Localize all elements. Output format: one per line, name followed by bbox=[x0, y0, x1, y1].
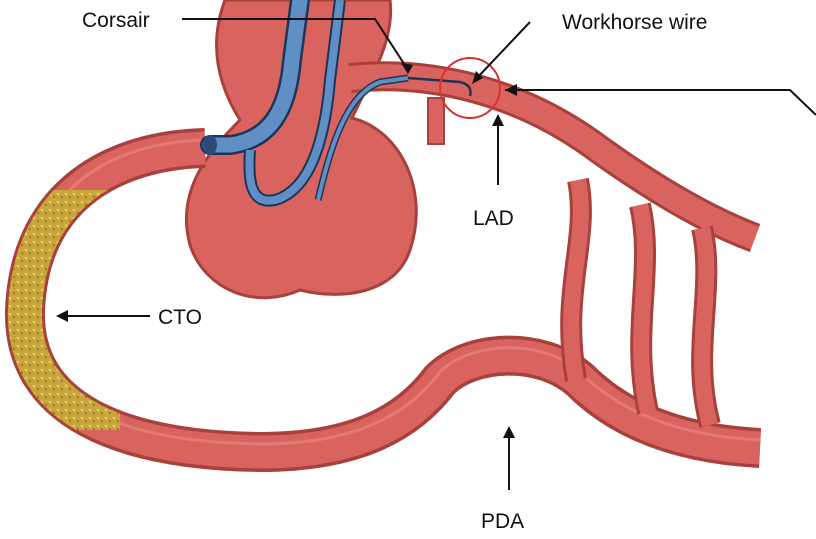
lad-arrowhead bbox=[492, 114, 504, 126]
collateral-channels bbox=[560, 177, 721, 428]
workhorse-wire-label: Workhorse wire bbox=[562, 11, 707, 34]
workhorse-wire-pointer bbox=[474, 21, 531, 81]
workhorse-wire-arrowhead bbox=[472, 71, 483, 84]
wire-tip-highlight-circle bbox=[439, 57, 501, 119]
pointer-arrowheads bbox=[56, 63, 517, 438]
corsair-pointer bbox=[182, 18, 409, 71]
cto-occlusion bbox=[7, 190, 120, 430]
corsair-arrowhead bbox=[401, 63, 413, 74]
lad-branch-pointer bbox=[505, 89, 816, 116]
lad-branch-arrowhead bbox=[505, 84, 517, 96]
workhorse-wire bbox=[407, 76, 472, 97]
cto-label: CTO bbox=[158, 306, 202, 329]
guide-catheter bbox=[200, 0, 346, 207]
corsair-microcatheter bbox=[314, 74, 409, 201]
pointer-lines bbox=[62, 18, 816, 490]
corsair-label: Corsair bbox=[82, 9, 150, 32]
cto-arrowhead bbox=[56, 310, 68, 322]
pda-label: PDA bbox=[481, 510, 524, 533]
pda-arrowhead bbox=[503, 426, 515, 438]
lad-label: LAD bbox=[473, 207, 514, 230]
